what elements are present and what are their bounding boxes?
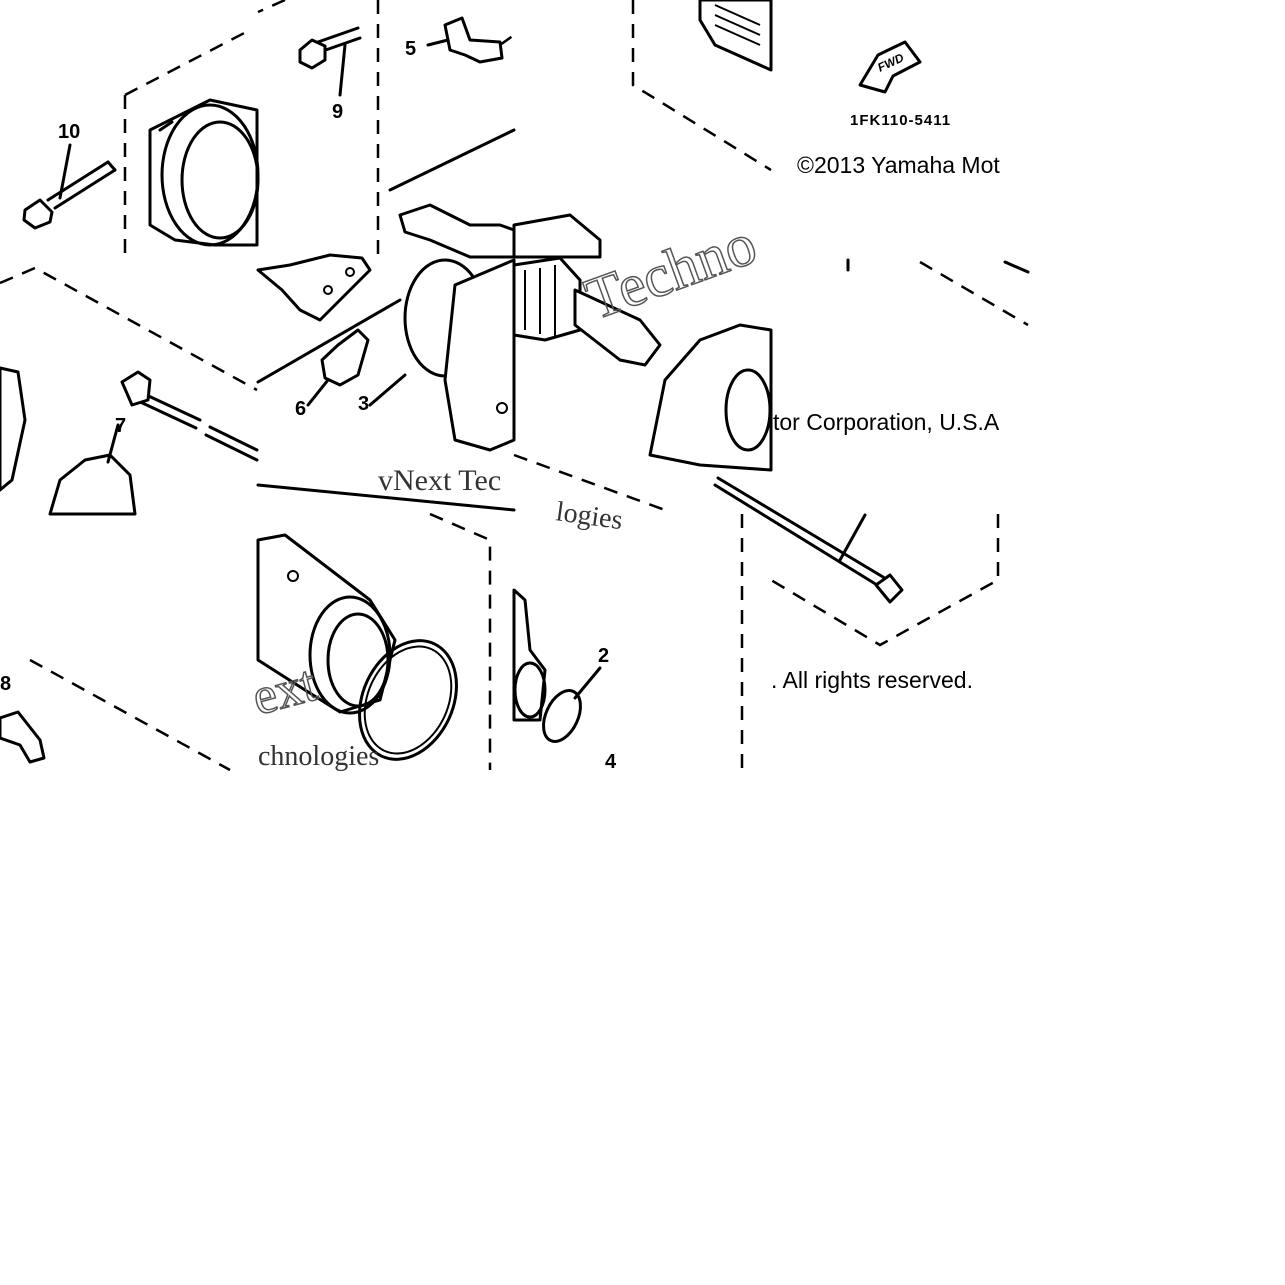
callout-6: 6 [295, 398, 306, 420]
yoke-body-part [443, 258, 516, 452]
rear-cover-part [0, 366, 27, 492]
callout-10: 10 [58, 121, 80, 143]
watermark-text: vNext Tec [378, 464, 501, 497]
brush-part-6 [306, 328, 370, 407]
leader-line [256, 298, 402, 384]
dashed-boundary [919, 260, 1029, 327]
lead-wire-part [120, 370, 259, 462]
tile-top-left [22, 28, 260, 255]
tile-middle-middle-left: vNext Tec [256, 258, 516, 512]
tile-top-middle-right [398, 0, 773, 259]
leader-line [388, 128, 516, 192]
front-cover-part [148, 98, 260, 247]
lock-washer-part-7 [48, 423, 137, 516]
yoke-tube-part [256, 533, 397, 715]
dashed-boundary [631, 0, 772, 172]
copyright-line-1: ©2013 Yamaha Mot [797, 152, 1000, 178]
dashed-boundary [429, 512, 492, 770]
watermark-text: logies [554, 496, 625, 536]
leader-line [256, 483, 516, 512]
dashed-boundary [499, 33, 515, 47]
leader-line [1003, 260, 1030, 274]
armature-commutator-part [512, 256, 662, 367]
brush-plate-part [256, 253, 372, 322]
tile-middle-right: tor Corporation, U.S.A [773, 258, 1030, 435]
brush-holder-part-5 [426, 16, 504, 64]
dashed-boundary [513, 453, 666, 512]
o-ring-part [358, 639, 458, 761]
watermark-text: chnologies [258, 741, 379, 772]
yoke-part-top [698, 0, 773, 72]
callout-4: 4 [605, 751, 617, 773]
callout-numbers: 10 9 5 7 6 3 8 2 4 [0, 38, 617, 773]
tile-top-right: FWD 1FK110-5411 ©2013 Yamaha Mot [797, 40, 1000, 178]
tile-bottom-middle-left: ext chnologies [246, 512, 492, 772]
callout-9: 9 [332, 101, 343, 123]
end-frame-part [648, 323, 773, 472]
tile-middle-left [0, 266, 259, 516]
copyright-line-2: tor Corporation, U.S.A [773, 409, 1000, 435]
armature-part [398, 203, 602, 259]
o-ring-part-2 [542, 666, 602, 743]
tile-bottom-middle-right [512, 514, 744, 770]
callout-2: 2 [598, 645, 609, 667]
callout-8: 8 [0, 673, 11, 695]
tile-top-middle-left [256, 0, 516, 322]
drawing-code: 1FK110-5411 [850, 112, 951, 129]
dashed-boundary [124, 28, 251, 97]
watermark-text: Techno [577, 210, 765, 332]
dashed-boundary [0, 266, 258, 392]
callout-5: 5 [405, 38, 416, 60]
tile-bottom-right: . All rights reserved. [713, 476, 1000, 693]
bolt-part-9 [298, 26, 362, 97]
end-cap-part [512, 588, 547, 722]
tile-bottom-left [0, 658, 231, 772]
dashed-boundary [29, 658, 231, 772]
callout-3: 3 [358, 393, 369, 415]
dashed-boundary [770, 514, 1000, 647]
copyright-line-3: . All rights reserved. [771, 667, 973, 693]
dashed-boundary [257, 0, 286, 14]
lead-wire-part-8 [0, 710, 46, 764]
through-bolt-part [713, 476, 904, 604]
callout-7: 7 [115, 415, 126, 437]
bolt-part-10 [22, 143, 117, 230]
fwd-arrow-icon: FWD [858, 40, 922, 94]
